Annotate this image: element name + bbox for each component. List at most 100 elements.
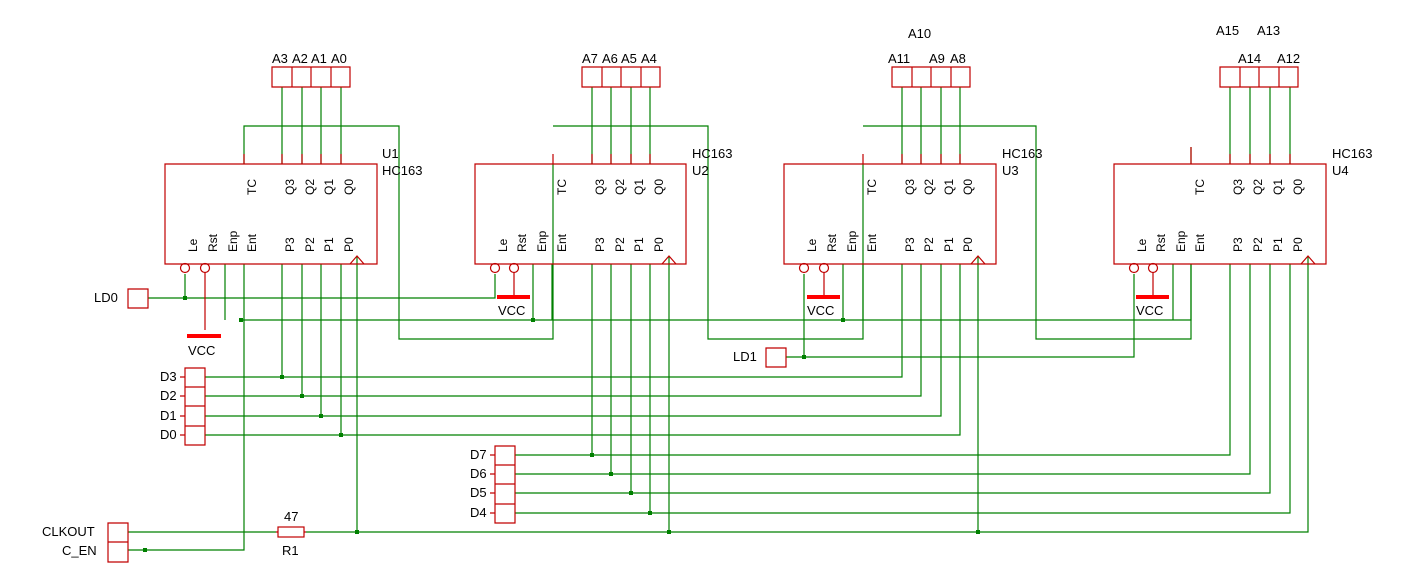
pin-p1: P1 <box>632 237 646 252</box>
pin-tc: TC <box>1193 179 1207 195</box>
pin-q0: Q0 <box>961 179 975 195</box>
resistor-r1: 47 R1 <box>276 509 306 558</box>
pin-rst: Rst <box>515 233 529 252</box>
chip-u4: HC163 U4 TC Q3 Q2 Q1 Q0 Le Rst Enp Ent P… <box>1113 146 1372 274</box>
address-label: A15 <box>1216 23 1239 38</box>
vcc-label: VCC <box>1136 303 1163 318</box>
address-connector-u1: A3 A2 A1 A0 <box>271 51 351 88</box>
pin-p2: P2 <box>922 237 936 252</box>
address-label: A12 <box>1277 51 1300 66</box>
pin-p3: P3 <box>903 237 917 252</box>
address-label: A8 <box>950 51 966 66</box>
vcc-label: VCC <box>807 303 834 318</box>
address-label: A14 <box>1238 51 1261 66</box>
c-en-label: C_EN <box>62 543 97 558</box>
data-connector-high: D7 D6 D5 D4 <box>470 445 516 524</box>
wiring <box>128 87 1309 551</box>
resistor-ref: R1 <box>282 543 299 558</box>
pin-q2: Q2 <box>613 179 627 195</box>
pin-q3: Q3 <box>903 179 917 195</box>
ld1-port: LD1 <box>733 347 787 368</box>
ld0-port: LD0 <box>94 288 149 309</box>
pin-enp: Enp <box>226 230 240 252</box>
chip-u1-part: HC163 <box>382 163 422 178</box>
chip-u4-ref: U4 <box>1332 163 1349 178</box>
pin-q2: Q2 <box>303 179 317 195</box>
pin-rst: Rst <box>1154 233 1168 252</box>
chip-u2-part: HC163 <box>692 146 732 161</box>
pin-tc: TC <box>245 179 259 195</box>
pin-p1: P1 <box>1271 237 1285 252</box>
ld1-label: LD1 <box>733 349 757 364</box>
pin-q2: Q2 <box>1251 179 1265 195</box>
pin-q3: Q3 <box>1231 179 1245 195</box>
address-label: A5 <box>621 51 637 66</box>
data-label: D0 <box>160 427 177 442</box>
pin-p2: P2 <box>1251 237 1265 252</box>
chip-u2: HC163 U2 TC Q3 Q2 Q1 Q0 Le Rst Enp Ent P… <box>474 146 732 274</box>
clkout-label: CLKOUT <box>42 524 95 539</box>
pin-q3: Q3 <box>283 179 297 195</box>
pin-q0: Q0 <box>342 179 356 195</box>
pin-q1: Q1 <box>1271 179 1285 195</box>
pin-le: Le <box>1135 238 1149 252</box>
pin-p1: P1 <box>942 237 956 252</box>
vcc-symbol-u4: VCC <box>1136 273 1169 318</box>
address-label: A1 <box>311 51 327 66</box>
pin-ent: Ent <box>555 233 569 252</box>
data-label: D7 <box>470 447 487 462</box>
pin-rst: Rst <box>206 233 220 252</box>
chip-u1-ref: U1 <box>382 146 399 161</box>
pin-enp: Enp <box>845 230 859 252</box>
data-label: D3 <box>160 369 177 384</box>
pin-p2: P2 <box>303 237 317 252</box>
vcc-symbol-u1: VCC <box>187 273 221 358</box>
chip-u2-ref: U2 <box>692 163 709 178</box>
vcc-label: VCC <box>188 343 215 358</box>
chip-u4-part: HC163 <box>1332 146 1372 161</box>
pin-p3: P3 <box>283 237 297 252</box>
pin-le: Le <box>186 238 200 252</box>
data-label: D5 <box>470 485 487 500</box>
pin-p0: P0 <box>961 237 975 252</box>
data-label: D6 <box>470 466 487 481</box>
pin-p3: P3 <box>1231 237 1245 252</box>
pin-p0: P0 <box>1291 237 1305 252</box>
data-connector-low: D3 D2 D1 D0 <box>160 367 206 446</box>
address-label: A4 <box>641 51 657 66</box>
address-connector-u3: A11 A10 A9 A8 <box>888 26 971 88</box>
pin-p1: P1 <box>322 237 336 252</box>
address-label: A0 <box>331 51 347 66</box>
address-label: A7 <box>582 51 598 66</box>
ld0-label: LD0 <box>94 290 118 305</box>
pin-q1: Q1 <box>322 179 336 195</box>
pin-p0: P0 <box>652 237 666 252</box>
address-connector-u2: A7 A6 A5 A4 <box>581 51 661 88</box>
data-label: D4 <box>470 505 487 520</box>
resistor-value: 47 <box>284 509 298 524</box>
pin-q1: Q1 <box>942 179 956 195</box>
address-label: A9 <box>929 51 945 66</box>
vcc-symbol-u2: VCC <box>497 273 530 318</box>
address-label: A13 <box>1257 23 1280 38</box>
pin-le: Le <box>805 238 819 252</box>
pin-ent: Ent <box>865 233 879 252</box>
address-label: A10 <box>908 26 931 41</box>
pin-enp: Enp <box>535 230 549 252</box>
pin-q1: Q1 <box>632 179 646 195</box>
chip-u3-ref: U3 <box>1002 163 1019 178</box>
pin-p3: P3 <box>593 237 607 252</box>
chip-u1: U1 HC163 TC Q3 Q2 Q1 Q0 Le Rst Enp Ent P… <box>164 146 422 274</box>
pin-rst: Rst <box>825 233 839 252</box>
data-label: D1 <box>160 408 177 423</box>
pin-q3: Q3 <box>593 179 607 195</box>
junction-dots <box>143 296 980 552</box>
pin-tc: TC <box>865 179 879 195</box>
address-label: A11 <box>888 51 910 66</box>
address-label: A6 <box>602 51 618 66</box>
address-label: A2 <box>292 51 308 66</box>
address-label: A3 <box>272 51 288 66</box>
clock-connector: CLKOUT C_EN <box>42 522 129 563</box>
pin-q0: Q0 <box>652 179 666 195</box>
